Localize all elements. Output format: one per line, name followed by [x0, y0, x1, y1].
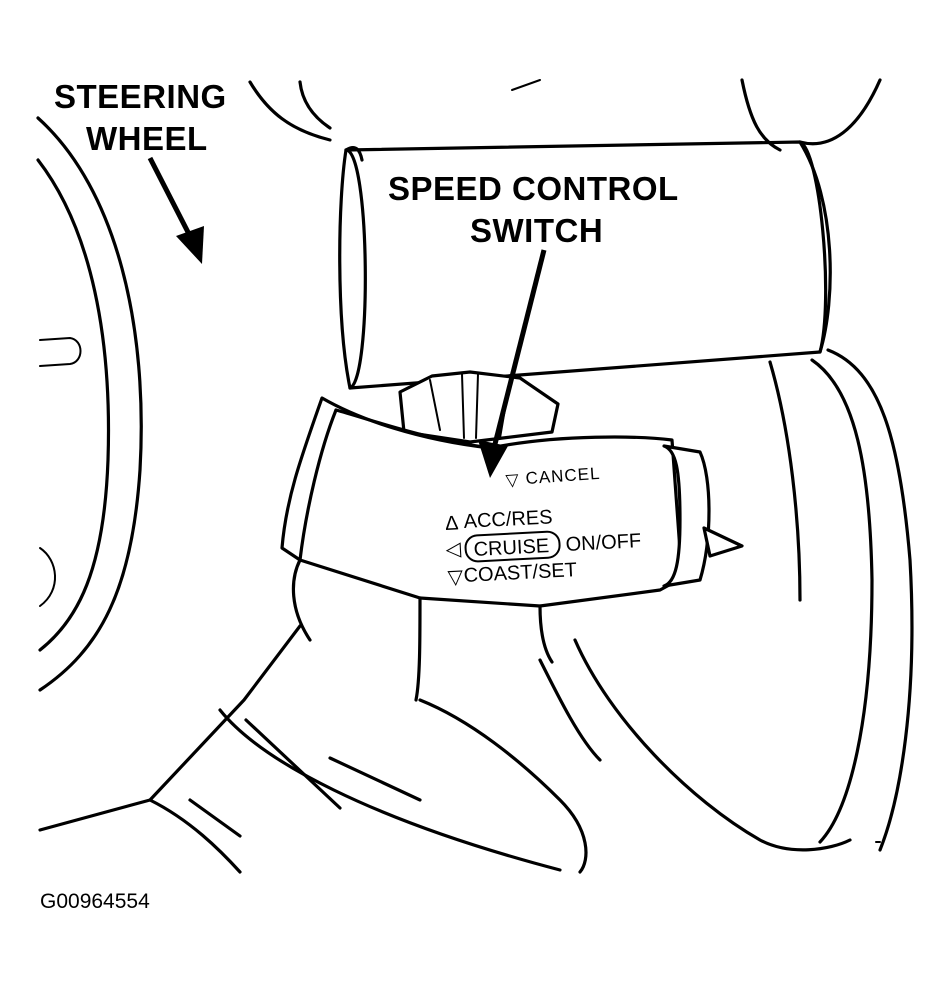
steering-wheel-callout: STEERING WHEEL	[54, 78, 227, 264]
lever-acc-res-label: ACC/RES	[463, 506, 553, 533]
cancel-triangle-icon: ▽	[505, 470, 520, 490]
steering-wheel-rim	[36, 116, 143, 692]
lever-cruise-label: CRUISE	[473, 535, 550, 561]
lever-hub	[398, 370, 560, 444]
lever-on-off-label: ON/OFF	[565, 530, 642, 556]
column-collar	[338, 140, 832, 390]
cruise-button-outline	[464, 530, 561, 563]
speed-control-callout: SPEED CONTROL SWITCH	[388, 170, 679, 478]
steering-wheel-arrow-head	[176, 226, 204, 264]
speed-control-label-line2: SWITCH	[470, 212, 603, 249]
lever-markings: ▽ CANCEL ∆ ACC/RES ◁ CRUISE ON/OFF ▽ COA…	[445, 464, 642, 589]
coast-set-triangle-icon: ▽	[447, 566, 464, 589]
steering-wheel-label-line1: STEERING	[54, 78, 227, 115]
steering-wheel-arrow-shaft	[147, 156, 195, 242]
column-shroud	[511, 78, 914, 852]
speed-control-arrow-head	[478, 440, 508, 478]
steering-wheel-spoke	[248, 80, 332, 142]
lower-column-tube	[38, 624, 588, 874]
speed-control-label-line1: SPEED CONTROL	[388, 170, 679, 207]
acc-res-triangle-icon: ∆	[445, 512, 459, 535]
steering-wheel-label-line2: WHEEL	[86, 120, 208, 157]
figure-id: G00964554	[40, 890, 150, 913]
speed-control-arrow-shaft	[491, 249, 547, 449]
speed-control-lever	[280, 396, 744, 702]
cruise-arrow-icon: ◁	[445, 538, 462, 561]
